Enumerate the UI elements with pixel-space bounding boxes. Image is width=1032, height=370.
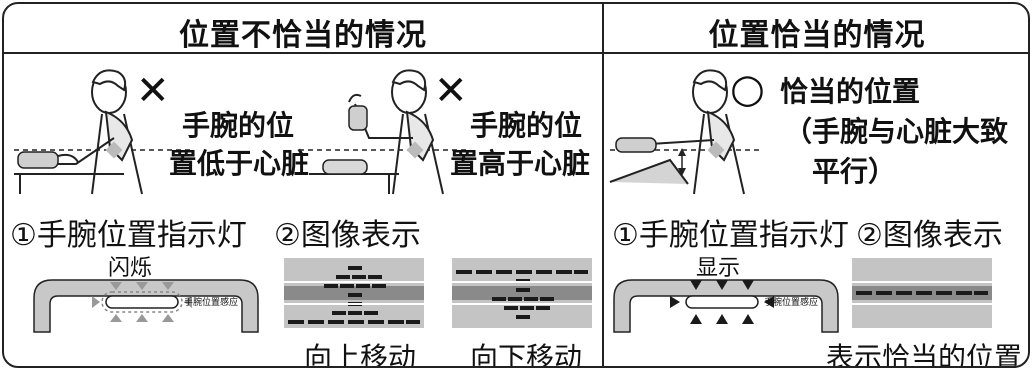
- person-wrist-correct-illustration: [609, 69, 760, 195]
- case-high-line1: 手腕的位: [470, 109, 583, 142]
- case-low-line2: 置低于心脏: [169, 147, 310, 180]
- display-move-down: [452, 258, 592, 328]
- header-correct: 位置恰当的情况: [708, 18, 926, 53]
- incorrect-display-title: ②图像表示: [274, 218, 421, 253]
- display-move-up: [284, 258, 424, 328]
- header-divider: [4, 52, 1028, 54]
- case-high-line2: 置高于心脏: [450, 147, 591, 180]
- incorrect-indicator-title: ①手腕位置指示灯: [10, 218, 247, 253]
- caption-move-up: 向上移动: [304, 341, 417, 368]
- correct-line1: 恰当的位置: [780, 75, 921, 108]
- correct-display-title: ②图像表示: [856, 218, 1003, 253]
- person-wrist-low-illustration: [14, 69, 194, 195]
- correct-line2: （手腕与心脏大致: [784, 115, 1009, 148]
- indicator-blink-label: 闪烁: [108, 256, 153, 281]
- correct-mark: ○: [730, 66, 765, 112]
- wrist-indicator-on: [613, 279, 839, 333]
- person-wrist-high-illustration: [299, 69, 469, 195]
- sensor-label-correct: 手腕位置感应: [764, 298, 819, 308]
- column-divider: [602, 4, 604, 366]
- header-incorrect: 位置不恰当的情况: [179, 18, 427, 53]
- caption-correct-position: 表示恰当的位置: [826, 341, 1023, 368]
- display-correct-position: [852, 258, 992, 328]
- wrist-indicator-blinking: [33, 279, 259, 333]
- sensor-label-incorrect: 手腕位置感应: [184, 298, 239, 308]
- correct-indicator-title: ①手腕位置指示灯: [612, 218, 849, 253]
- correct-line3: 平行）: [812, 155, 897, 188]
- case-low-line1: 手腕的位: [182, 109, 295, 142]
- incorrect-mark-high: ✕: [434, 68, 468, 114]
- incorrect-mark-low: ✕: [136, 68, 170, 114]
- caption-move-down: 向下移动: [470, 341, 583, 368]
- indicator-on-label: 显示: [696, 256, 741, 281]
